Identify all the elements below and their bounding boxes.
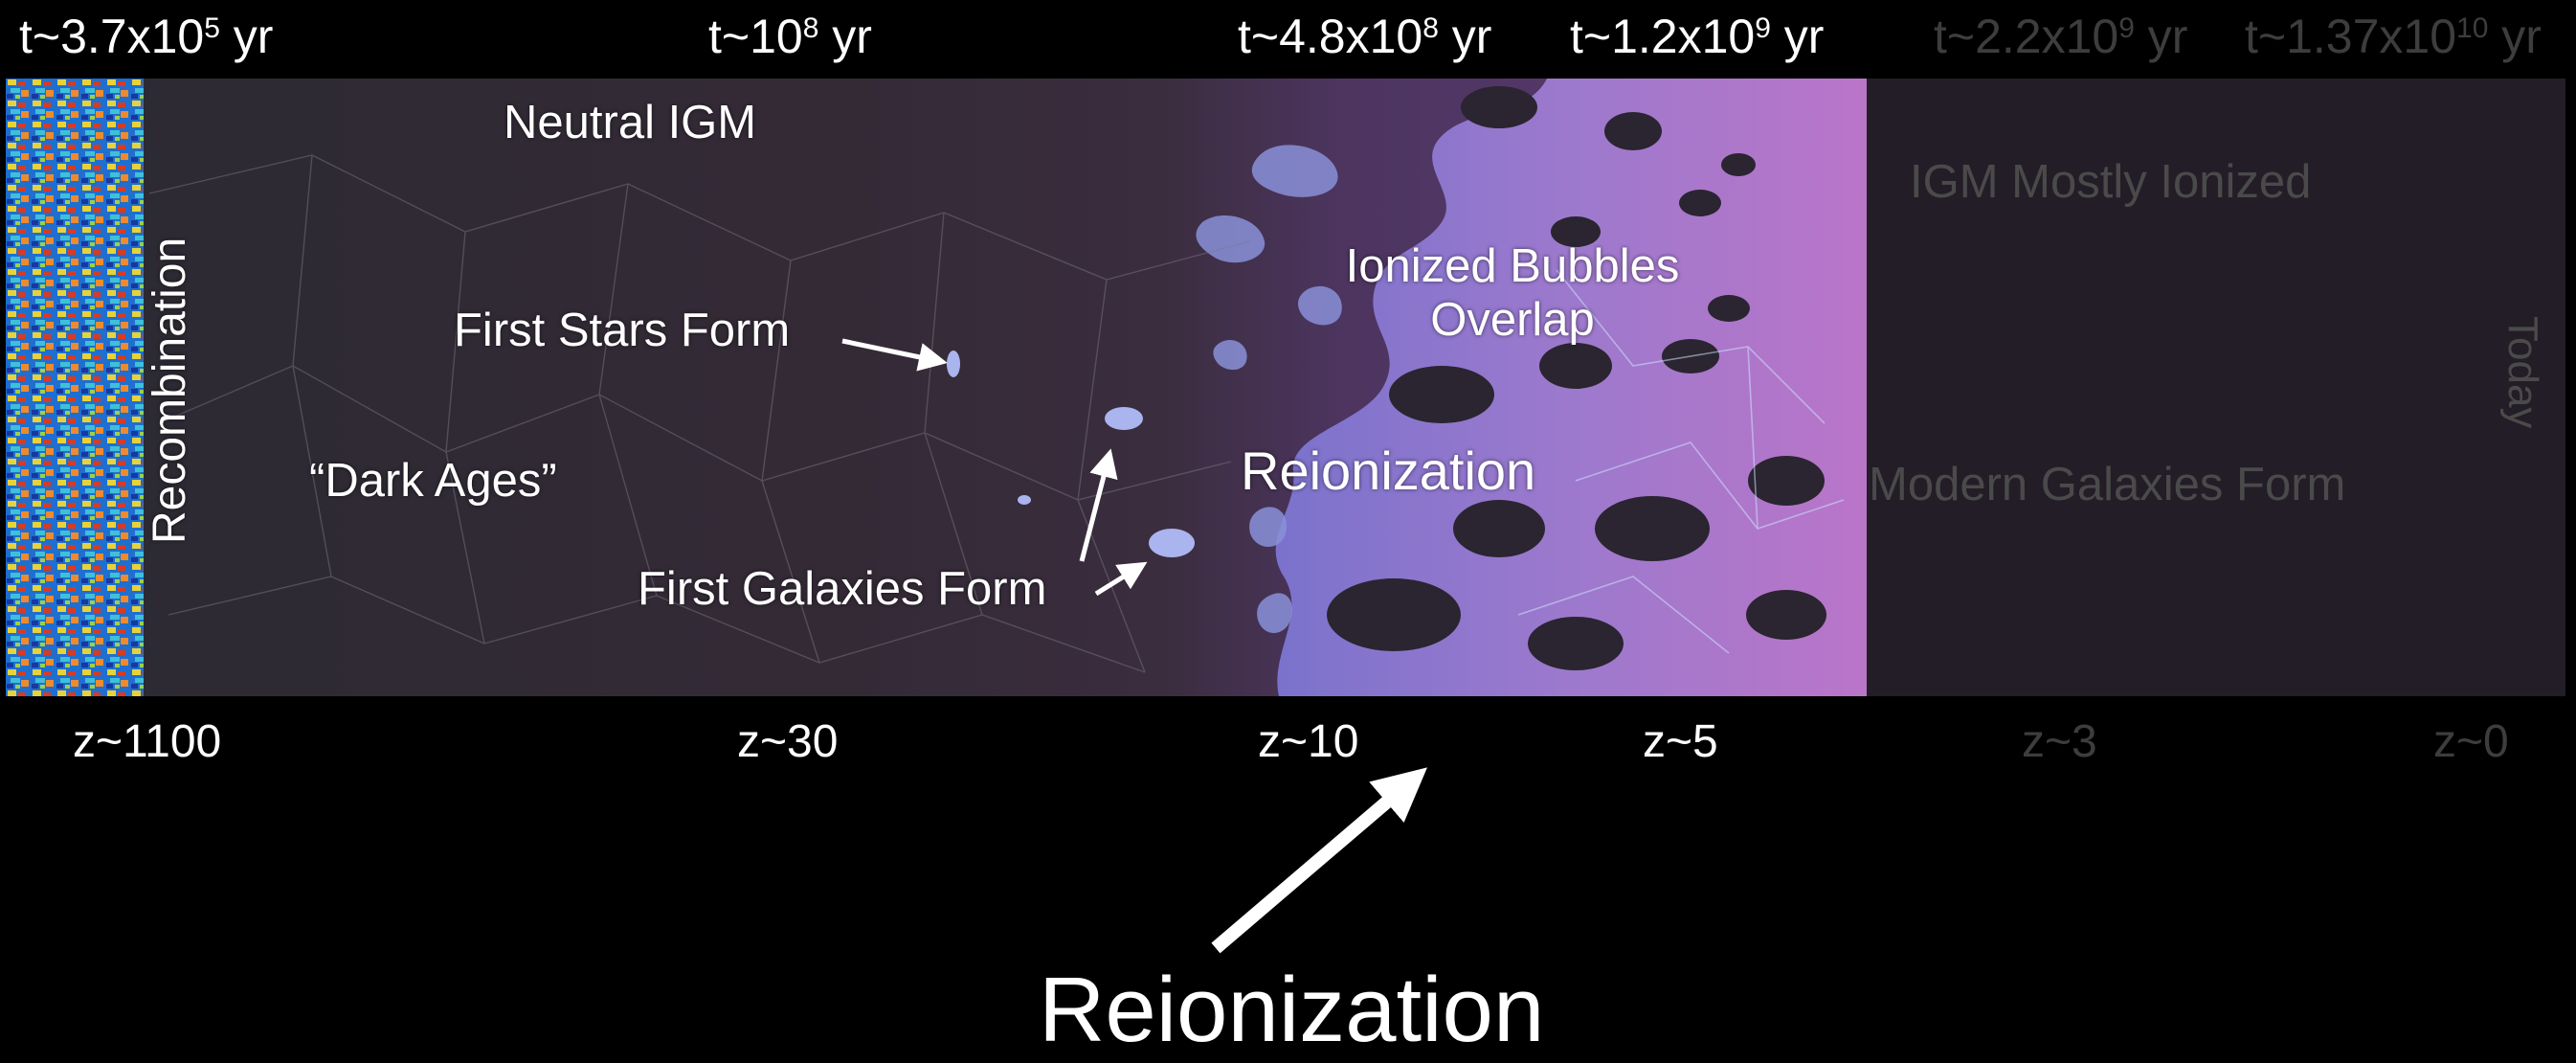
dark-ages-label: “Dark Ages” <box>309 455 557 507</box>
time-label-reionization-end: t~1.2x109 yr <box>1570 10 1825 63</box>
ionized-bubbles-label: Ionized Bubbles Overlap <box>1321 239 1704 347</box>
time-label-today: t~1.37x1010 yr <box>2245 10 2542 63</box>
time-label-modern-galaxies: t~2.2x109 yr <box>1934 10 2188 63</box>
redshift-label-0: z~0 <box>2433 716 2509 767</box>
ionized-bubbles-line1: Ionized Bubbles <box>1345 240 1680 292</box>
ionized-web-glow <box>1517 269 1845 654</box>
reionization-headline: Reionization <box>1039 959 1545 1061</box>
ionized-bubbles-line2: Overlap <box>1430 294 1595 346</box>
today-label: Today <box>2499 316 2546 429</box>
cosmic-timeline-strip <box>6 79 2565 696</box>
neutral-igm-label: Neutral IGM <box>504 97 757 148</box>
first-galaxies-label: First Galaxies Form <box>638 563 1047 615</box>
redshift-label-10: z~10 <box>1258 716 1359 767</box>
redshift-label-1100: z~1100 <box>73 716 222 767</box>
ionized-fringe <box>1196 145 1342 634</box>
late-universe-region <box>1867 79 2565 696</box>
early-ionized-bubbles <box>947 351 1195 557</box>
time-label-dark-ages: t~108 yr <box>708 10 872 63</box>
reionization-strip-label: Reionization <box>1241 441 1536 501</box>
time-label-recombination: t~3.7x105 yr <box>19 10 274 63</box>
redshift-label-30: z~30 <box>737 716 839 767</box>
modern-galaxies-label: Modern Galaxies Form <box>1869 459 2346 510</box>
igm-mostly-ionized-label: IGM Mostly Ionized <box>1910 156 2312 208</box>
neutral-holes <box>1327 86 1826 670</box>
redshift-label-3: z~3 <box>2022 716 2097 767</box>
time-label-reionization-start: t~4.8x108 yr <box>1238 10 1492 63</box>
first-stars-label: First Stars Form <box>454 305 791 356</box>
reionization-big-arrow <box>1211 767 1427 954</box>
cmb-region <box>6 79 144 696</box>
redshift-label-5: z~5 <box>1643 716 1718 767</box>
recombination-label: Recombination <box>145 237 195 544</box>
